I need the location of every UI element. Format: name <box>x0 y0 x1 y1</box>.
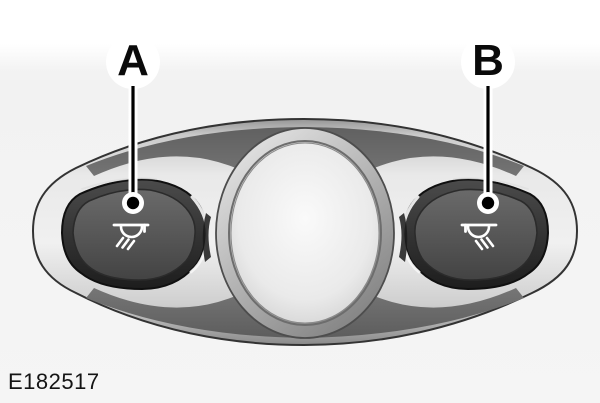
callout-b-dot <box>481 196 495 210</box>
right-lamp-button <box>397 176 550 291</box>
callout-b-badge <box>461 35 515 89</box>
figure-id-code: E182517 <box>8 369 100 394</box>
dome-lamp <box>215 127 395 339</box>
callout-b-leader <box>461 35 515 214</box>
dome-lens <box>230 142 380 324</box>
callout-label-a: A <box>117 36 149 85</box>
dome-ring-inner-edge <box>228 140 382 326</box>
callout-a-leader <box>106 35 160 214</box>
callout-label-b: B <box>472 36 504 85</box>
callout-a-badge <box>106 35 160 89</box>
callout-a-dot <box>126 196 140 210</box>
